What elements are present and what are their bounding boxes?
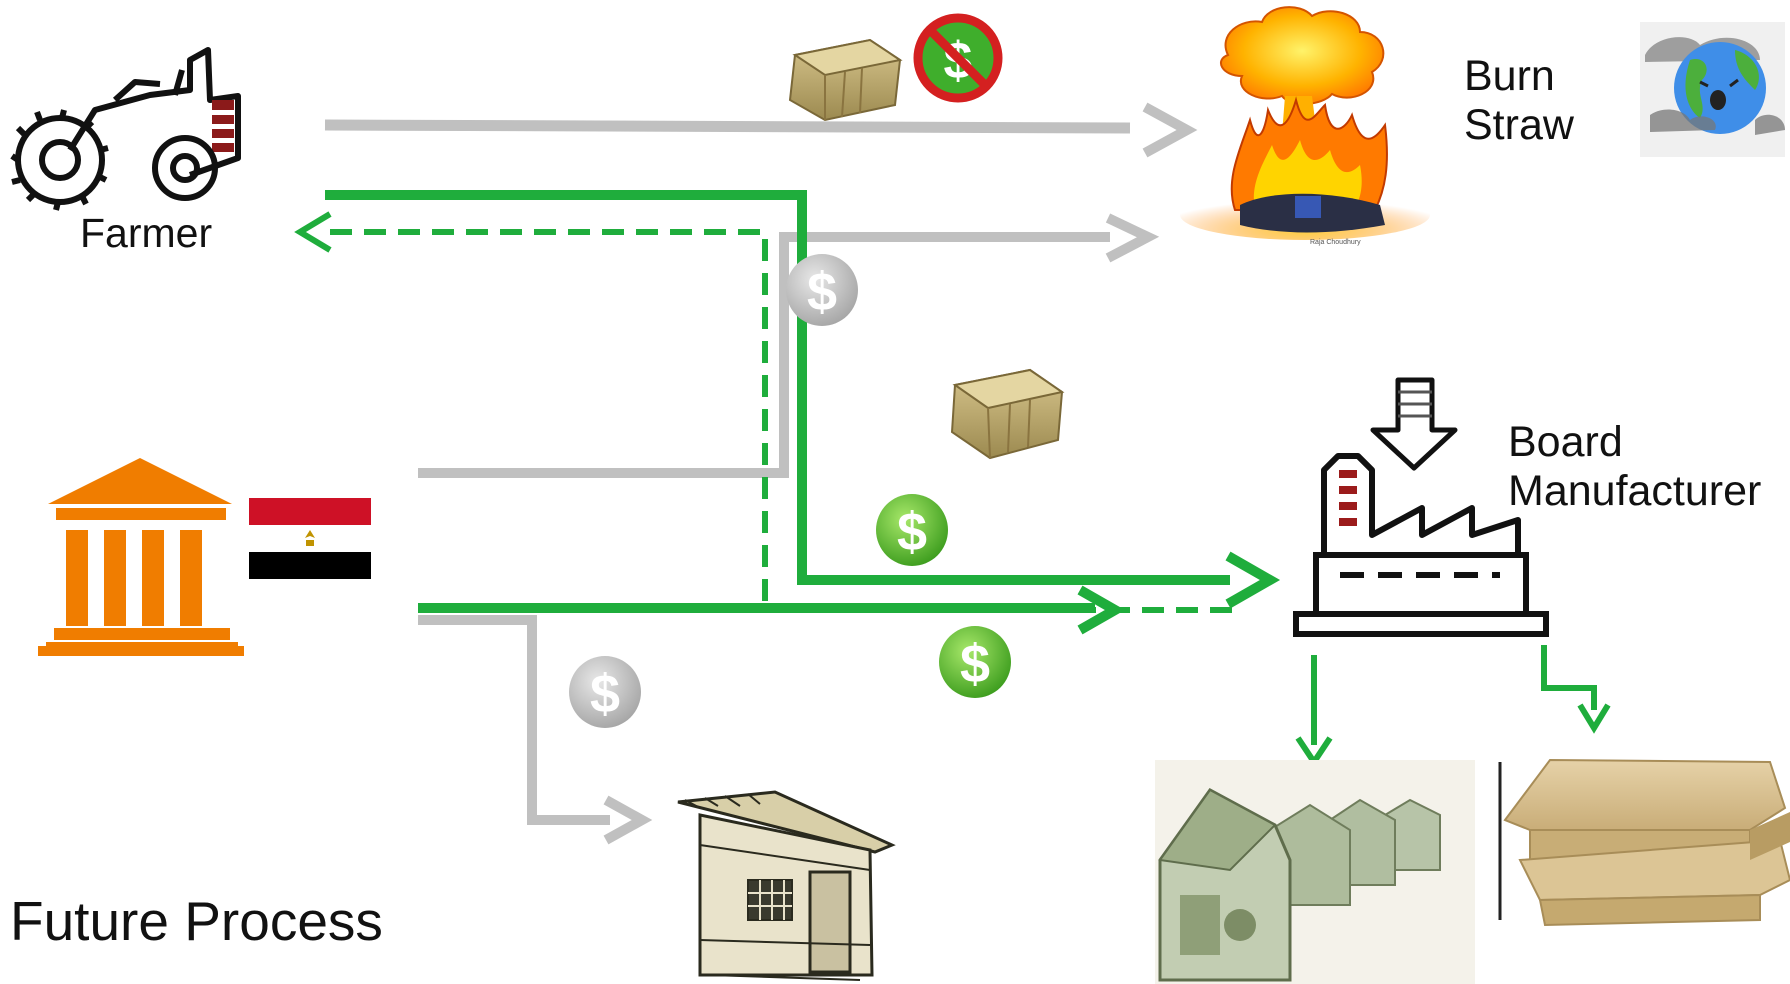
green-coin-icon: $ [876,494,948,566]
polluted-earth-icon [1640,22,1785,157]
board-manufacturer-label: Board Manufacturer [1508,418,1761,517]
tractor-icon [10,47,241,211]
gray-coin-icon: $ [786,254,858,326]
no-money-icon: $ [913,13,1003,103]
burn-straw-label-line1: Burn [1464,52,1555,100]
svg-text:$: $ [897,502,927,562]
gray-coin-icon: $ [569,656,641,728]
egypt-flag-icon [249,498,371,579]
government-building-icon [38,458,244,656]
svg-text:$: $ [960,634,990,694]
board-factory-icon [1293,377,1549,637]
svg-text:$: $ [807,262,837,322]
particle-boards-icon [1498,758,1790,927]
diagram-title: Future Process [10,890,383,952]
straw-bale-icon [788,38,903,122]
flow-government-to-hut [418,615,653,845]
board-manufacturer-label-line2: Manufacturer [1508,467,1762,516]
board-manufacturer-label-line1: Board [1508,418,1623,466]
flow-board-to-farmer-payment [294,211,1232,613]
svg-text:$: $ [590,664,620,724]
burn-straw-label: Burn Straw [1464,52,1574,151]
straw-hut-icon [677,790,896,981]
svg-text:Raja Choudhury: Raja Choudhury [1310,239,1361,246]
burn-straw-label-line2: Straw [1464,101,1574,150]
green-coin-icon: $ [939,626,1011,698]
flow-factory-to-houses [1295,655,1333,768]
straw-bale-icon [950,368,1065,460]
flow-factory-to-boards [1541,645,1611,734]
flow-farmer-to-board [325,190,1281,609]
flow-farmer-to-burn [324,102,1198,158]
money-houses-icon [1155,760,1475,984]
flow-government-to-burn [418,213,1160,478]
burning-straw-explosion-icon: Raja Choudhury [1180,6,1430,246]
farmer-label: Farmer [80,210,213,256]
